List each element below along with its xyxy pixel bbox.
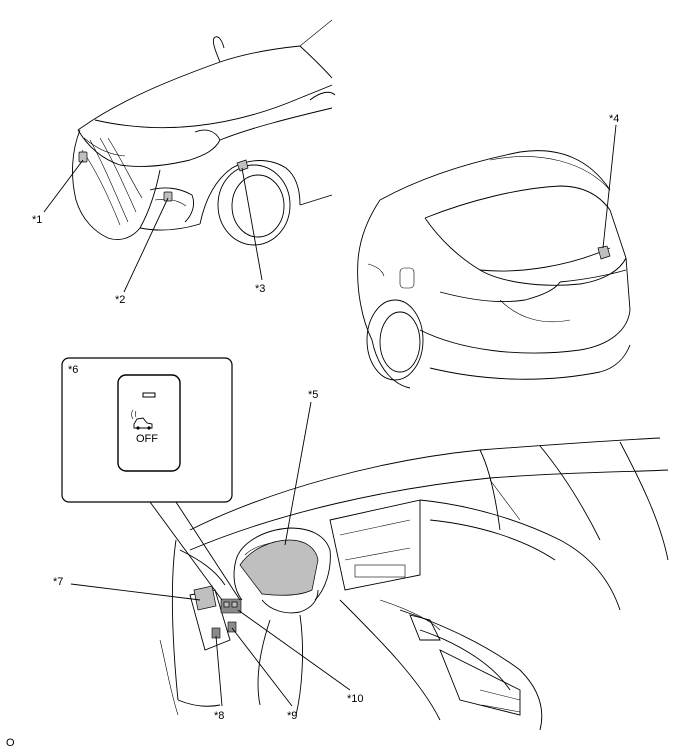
callout-2: *2 <box>115 294 125 306</box>
leader-line-7 <box>70 583 201 601</box>
callout-6: *6 <box>68 364 78 376</box>
callout-3: *3 <box>255 283 265 295</box>
lower-center-connector-part <box>227 621 237 633</box>
callout-4: *4 <box>609 113 619 125</box>
front-left-sensor-part <box>78 151 88 163</box>
switch-indicator-led <box>142 392 156 398</box>
leader-line-1 <box>43 159 84 213</box>
rear-vehicle-view <box>357 150 631 389</box>
callout-7: *7 <box>53 576 63 588</box>
front-fender-sensor-part <box>236 159 249 172</box>
front-vehicle-view <box>72 19 336 246</box>
left-panel-ecu-part <box>193 585 217 611</box>
callout-10: *10 <box>347 693 364 705</box>
leader-line-2 <box>123 197 169 293</box>
car-intrusion-icon <box>131 409 153 430</box>
front-fog-area-sensor-part <box>163 191 173 202</box>
instrument-panel-view <box>159 437 669 731</box>
leader-line-10 <box>237 609 351 691</box>
leader-line-3 <box>241 167 263 281</box>
leader-line-8 <box>215 635 223 707</box>
callout-8: *8 <box>214 710 224 722</box>
instrument-cluster-part <box>239 539 319 596</box>
leader-line-4 <box>602 124 617 249</box>
leader-line-9 <box>231 627 293 707</box>
callout-5: *5 <box>308 389 318 401</box>
figure-code: O <box>6 737 15 749</box>
callout-9: *9 <box>287 710 297 722</box>
leader-line-5 <box>284 401 312 546</box>
callout-1: *1 <box>32 214 42 226</box>
switch-off-label: OFF <box>136 433 158 445</box>
rear-trunk-sensor-part <box>597 245 611 260</box>
